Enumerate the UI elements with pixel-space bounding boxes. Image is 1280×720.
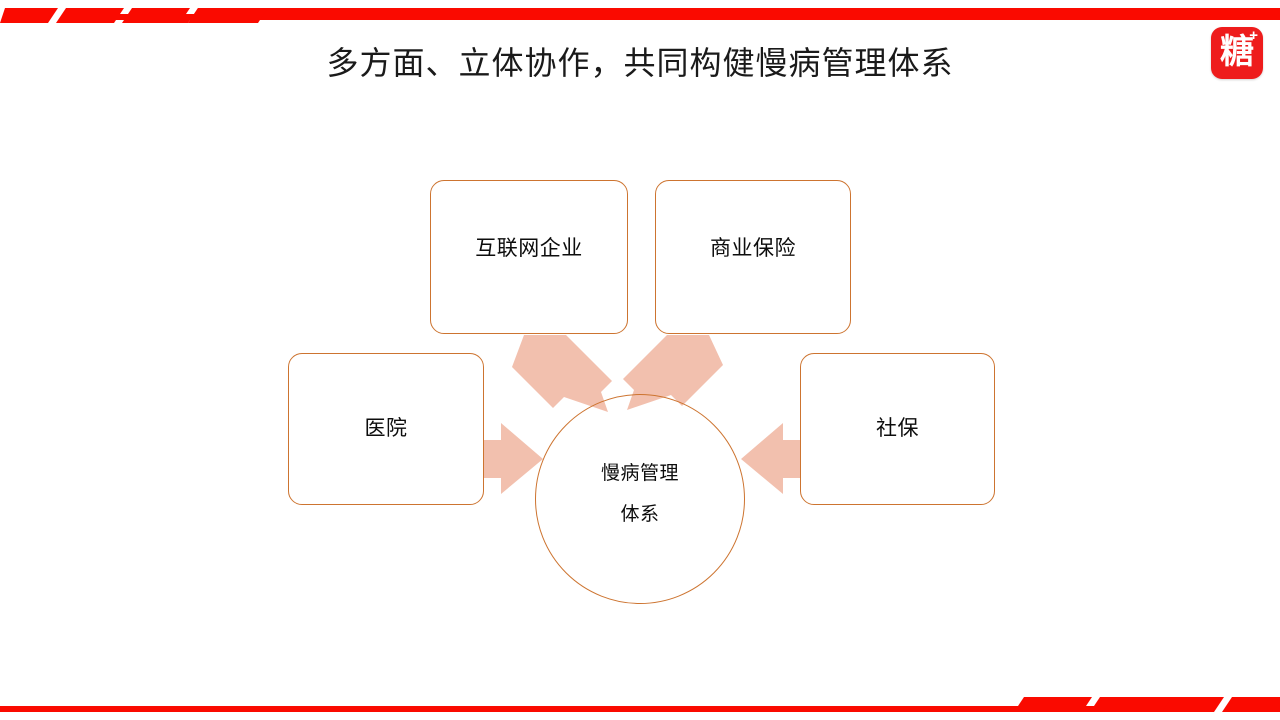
node-hospital[interactable]: 医院 (288, 353, 484, 505)
center-node-label-line1: 慢病管理 (600, 463, 679, 485)
node-social-security-label: 社保 (876, 416, 919, 440)
node-commercial-insurance[interactable]: 商业保险 (655, 180, 851, 334)
node-internet-enterprise[interactable]: 互联网企业 (430, 180, 628, 334)
center-node-chronic-disease-management[interactable]: 慢病管理 体系 (535, 394, 745, 604)
brand-logo: 糖 + (1211, 27, 1263, 79)
center-node-label-line2: 体系 (620, 504, 660, 525)
arrow-hospital-to-center-icon (472, 423, 543, 494)
slide-title: 多方面、立体协作，共同构健慢病管理体系 (326, 45, 954, 81)
node-internet-enterprise-label: 互联网企业 (475, 236, 583, 260)
node-social-security[interactable]: 社保 (800, 353, 995, 505)
arrow-insurance-to-center-icon (623, 335, 723, 410)
arrow-social-to-center-icon (741, 423, 812, 494)
arrow-internet-to-center-icon (512, 335, 612, 412)
node-commercial-insurance-label: 商业保险 (710, 236, 796, 260)
node-hospital-label: 医院 (364, 416, 408, 440)
brand-logo-character: 糖 (1220, 34, 1254, 71)
brand-logo-plus-icon: + (1249, 27, 1258, 44)
